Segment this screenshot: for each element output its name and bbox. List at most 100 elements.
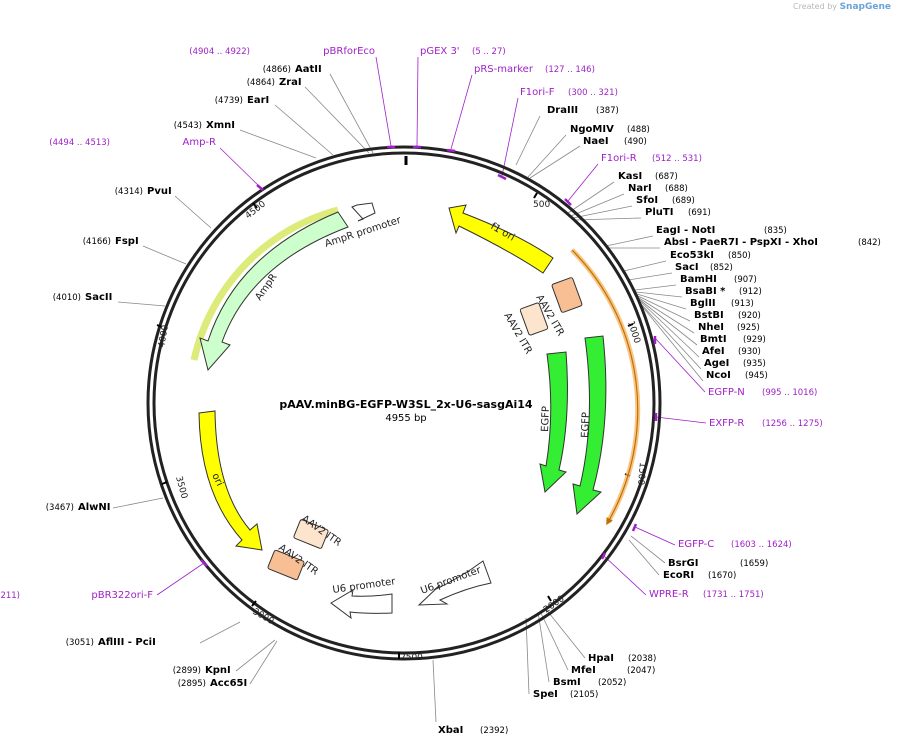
site-bmti-position: (929) bbox=[743, 335, 766, 345]
site-leader-mfei bbox=[539, 610, 569, 671]
site-absi-paer7i-pspxi-xhoi-name: AbsI - PaeR7I - PspXI - XhoI bbox=[664, 237, 818, 248]
primer-leader-amp-r bbox=[219, 147, 261, 188]
restriction-site-labels: (4866)AatII(4864)ZraI(4739)EarI(4543)Xmn… bbox=[46, 64, 881, 736]
site-eagi-noti-position: (835) bbox=[764, 226, 787, 236]
site-leader-sfoi bbox=[572, 205, 633, 219]
aav2-itr-feature-4 bbox=[293, 519, 329, 549]
site-leader-bglii bbox=[636, 293, 687, 310]
site-pluti-name: PluTI bbox=[645, 207, 673, 218]
primer-egfp-n-range: (995 .. 1016) bbox=[762, 388, 817, 398]
primer-f1ori-f-range: (300 .. 321) bbox=[568, 88, 618, 98]
tick-label-1500: 1500 bbox=[635, 462, 647, 486]
primer-leader-pbr322ori-f bbox=[156, 562, 205, 596]
site-bsmi-name: BsmI bbox=[553, 677, 581, 688]
primer-wpre-r-range: (1731 .. 1751) bbox=[703, 590, 764, 600]
site-leader-kasi bbox=[567, 181, 615, 214]
site-sacii-name: SacII bbox=[85, 292, 112, 303]
site-bsabi-position: (912) bbox=[739, 287, 762, 297]
primer-leader-exfp-r bbox=[655, 416, 707, 424]
site-nari-name: NarI bbox=[628, 183, 652, 194]
site-leader-agei bbox=[640, 303, 702, 370]
site-bstbi-position: (920) bbox=[738, 311, 761, 321]
site-saci-name: SacI bbox=[675, 262, 699, 273]
site-afliii-pcii-position: (3051) bbox=[66, 638, 94, 648]
site-leader-xmni bbox=[239, 129, 317, 159]
primer-amp-r-range: (4494 .. 4513) bbox=[49, 138, 110, 148]
site-nhei-position: (925) bbox=[737, 323, 760, 333]
site-alwni-position: (3467) bbox=[46, 503, 74, 513]
site-leader-alwni bbox=[112, 497, 164, 509]
site-aatii-position: (4866) bbox=[263, 65, 291, 75]
site-kasi-name: KasI bbox=[618, 171, 642, 182]
site-leader-kpni bbox=[235, 639, 276, 672]
ampr-highlight-arc bbox=[190, 206, 339, 361]
primer-exfp-r-name: EXFP-R bbox=[709, 418, 744, 429]
site-ncoi-name: NcoI bbox=[706, 370, 731, 381]
site-sfoi-position: (689) bbox=[672, 196, 695, 206]
site-leader-afei bbox=[640, 301, 700, 358]
site-leader-bsabi bbox=[635, 291, 683, 298]
site-kpni-name: KpnI bbox=[205, 665, 231, 676]
site-leader-bamhi bbox=[634, 284, 677, 291]
primer-egfp-n-name: EGFP-N bbox=[708, 387, 745, 398]
f1-ori-feature bbox=[448, 204, 554, 274]
site-leader-naei bbox=[529, 145, 581, 179]
tick-label-4000: 4000 bbox=[157, 324, 171, 349]
u6-promoter-label-2: U6 promoter bbox=[332, 576, 397, 596]
primer-f1ori-r-name: F1ori-R bbox=[601, 153, 637, 164]
site-bsrgi-name: BsrGI bbox=[668, 558, 698, 569]
primer-pgex-3-name: pGEX 3' bbox=[420, 46, 460, 57]
site-xmni-name: XmnI bbox=[206, 120, 235, 131]
primer-egfp-c-range: (1603 .. 1624) bbox=[731, 540, 792, 550]
aav2-itr-feature-1 bbox=[551, 277, 583, 313]
site-bsmi-position: (2052) bbox=[598, 678, 626, 688]
site-leader-xbai bbox=[432, 659, 437, 723]
tick-label-2500: 2500 bbox=[400, 653, 423, 663]
site-leader-fspi bbox=[142, 245, 187, 265]
site-xbai-name: XbaI bbox=[438, 725, 463, 736]
site-bsabi-name: BsaBI * bbox=[685, 286, 726, 297]
site-eco53ki-position: (850) bbox=[728, 251, 751, 261]
backbone-inner-strand bbox=[152, 151, 656, 655]
site-saci-position: (852) bbox=[710, 263, 733, 273]
site-leader-afliii-pcii bbox=[199, 621, 241, 644]
site-zrai-position: (4864) bbox=[247, 78, 275, 88]
position-ticks bbox=[156, 192, 634, 659]
site-acc65i-position: (2895) bbox=[178, 679, 206, 689]
site-leader-acc65i bbox=[249, 640, 278, 685]
egfp-highlight-arrow bbox=[571, 249, 639, 526]
site-sacii-position: (4010) bbox=[53, 293, 81, 303]
site-sfoi-name: SfoI bbox=[636, 195, 658, 206]
site-bglii-name: BglII bbox=[690, 298, 716, 309]
site-leader-eco53ki bbox=[623, 260, 667, 272]
leader-lines bbox=[112, 73, 704, 723]
site-leader-pluti bbox=[573, 217, 642, 221]
site-nhei-name: NheI bbox=[698, 322, 724, 333]
site-absi-paer7i-pspxi-xhoi-position: (842) bbox=[858, 238, 881, 248]
primer-prs-marker-name: pRS-marker bbox=[474, 64, 534, 75]
primer-egfp-c-name: EGFP-C bbox=[678, 539, 714, 550]
ori-label: ori bbox=[209, 472, 224, 488]
site-bmti-name: BmtI bbox=[700, 334, 727, 345]
site-hpai-name: HpaI bbox=[588, 653, 614, 664]
site-alwni-name: AlwNI bbox=[78, 502, 111, 513]
site-mfei-name: MfeI bbox=[571, 665, 596, 676]
site-acc65i-name: Acc65I bbox=[210, 678, 247, 689]
primer-prs-marker-range: (127 .. 146) bbox=[545, 65, 595, 75]
primer-amp-r-name: Amp-R bbox=[183, 137, 217, 148]
site-draiii-position: (387) bbox=[596, 106, 619, 116]
site-nari-position: (688) bbox=[665, 184, 688, 194]
site-leader-pvui bbox=[174, 195, 212, 229]
primer-pgex-3-range: (5 .. 27) bbox=[472, 47, 506, 57]
site-leader-aatii bbox=[329, 73, 374, 154]
primer-leader-egfp-n bbox=[654, 337, 706, 393]
site-bglii-position: (913) bbox=[731, 299, 754, 309]
egfp-feature-1 bbox=[539, 351, 568, 494]
primer-leader-pgex-3 bbox=[416, 56, 419, 147]
primer-wpre-r-name: WPRE-R bbox=[649, 589, 689, 600]
site-leader-ecori bbox=[628, 539, 660, 576]
snapgene-logo: SnapGene bbox=[839, 2, 891, 12]
site-ngomiv-name: NgoMIV bbox=[570, 124, 614, 135]
u6-promoter-feature-1 bbox=[417, 560, 492, 606]
site-leader-nhei bbox=[638, 297, 695, 334]
